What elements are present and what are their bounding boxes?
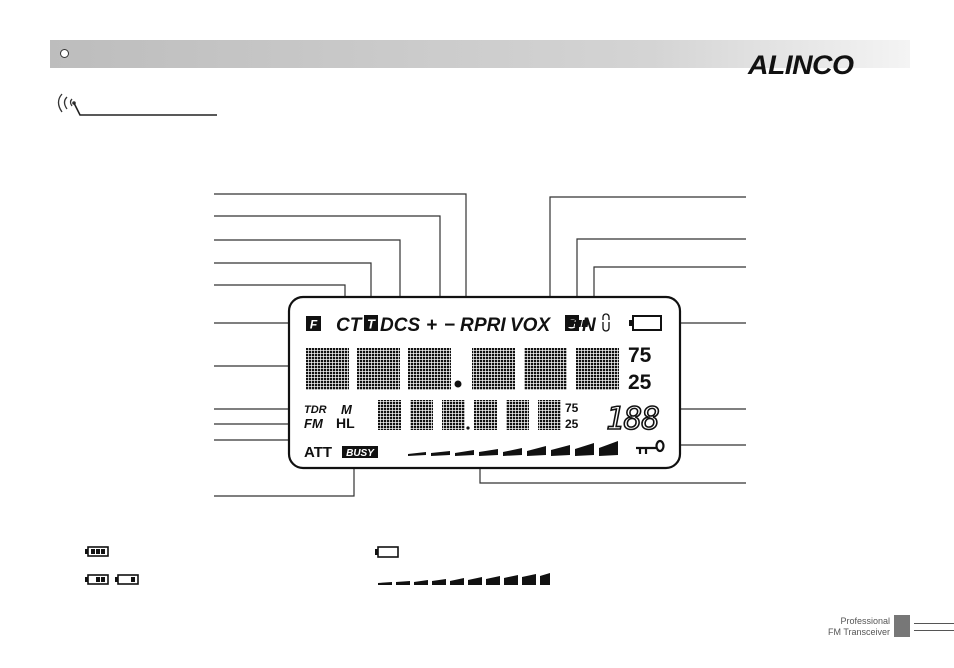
ct-indicator: CT [336,315,363,336]
dcs-indicator: DCS [380,315,420,336]
signal-meter-icon [378,573,550,585]
footer-caption: Professional FM Transceiver [790,616,890,638]
attenuator-indicator: ATT [304,444,332,461]
tone-indicator-box [364,315,378,331]
shift-plus-indicator: + [426,315,437,336]
priority-indicator: PRI [474,315,506,336]
battery-full-icon [85,546,109,557]
header-bar [50,40,910,68]
main-frequency-digits [306,348,619,390]
sub-freq-suffix-bottom: 25 [565,417,579,431]
footer-block [894,615,910,637]
sub-digit [538,400,561,430]
vox-indicator: VOX [510,315,551,336]
footer-line-2: FM Transceiver [827,627,890,637]
sub-digit [410,400,433,430]
fm-indicator: FM [304,416,324,431]
channel-display: 188 [606,401,659,437]
main-digit [408,348,451,390]
brand-logo: ALINCO [748,50,854,80]
busy-indicator-box [342,446,378,458]
battery-full-icon [567,315,662,331]
memory-indicator: M [341,402,353,417]
main-freq-suffix-bottom: 25 [628,371,652,394]
sub-frequency-digits [378,400,561,430]
power-level-indicator: HL [336,415,355,431]
main-digit [306,348,349,390]
main-digit [576,348,619,390]
main-digit [524,348,567,390]
main-digit [472,348,515,390]
busy-indicator: BUSY [346,448,375,459]
sub-digit [506,400,529,430]
sub-decimal-point [466,426,470,430]
header-bullet-icon [60,49,69,58]
key-lock-icon [636,439,665,454]
footer-rule [914,630,954,631]
main-freq-suffix-top: 75 [628,344,652,367]
function-label: F [310,318,318,332]
battery-empty-icon [375,546,399,558]
reverse-indicator: R [460,315,474,336]
footer-line-1: Professional [840,616,890,626]
sub-digit [378,400,401,430]
signal-meter-icon [408,441,618,456]
battery-half-icon [85,574,109,585]
main-digit [357,348,400,390]
battery-low-icon [115,574,139,585]
padlock-icon [602,313,610,332]
sub-digit [474,400,497,430]
main-decimal-point [454,380,462,388]
shift-minus-indicator: − [444,315,455,336]
function-indicator [306,316,321,331]
sub-freq-suffix-top: 75 [565,401,579,415]
tdr-indicator: TDR [304,404,327,416]
radio-wave-icon [57,93,217,116]
footer-rule [914,623,954,624]
sub-digit [442,400,465,430]
tone-indicator: T [367,317,376,332]
